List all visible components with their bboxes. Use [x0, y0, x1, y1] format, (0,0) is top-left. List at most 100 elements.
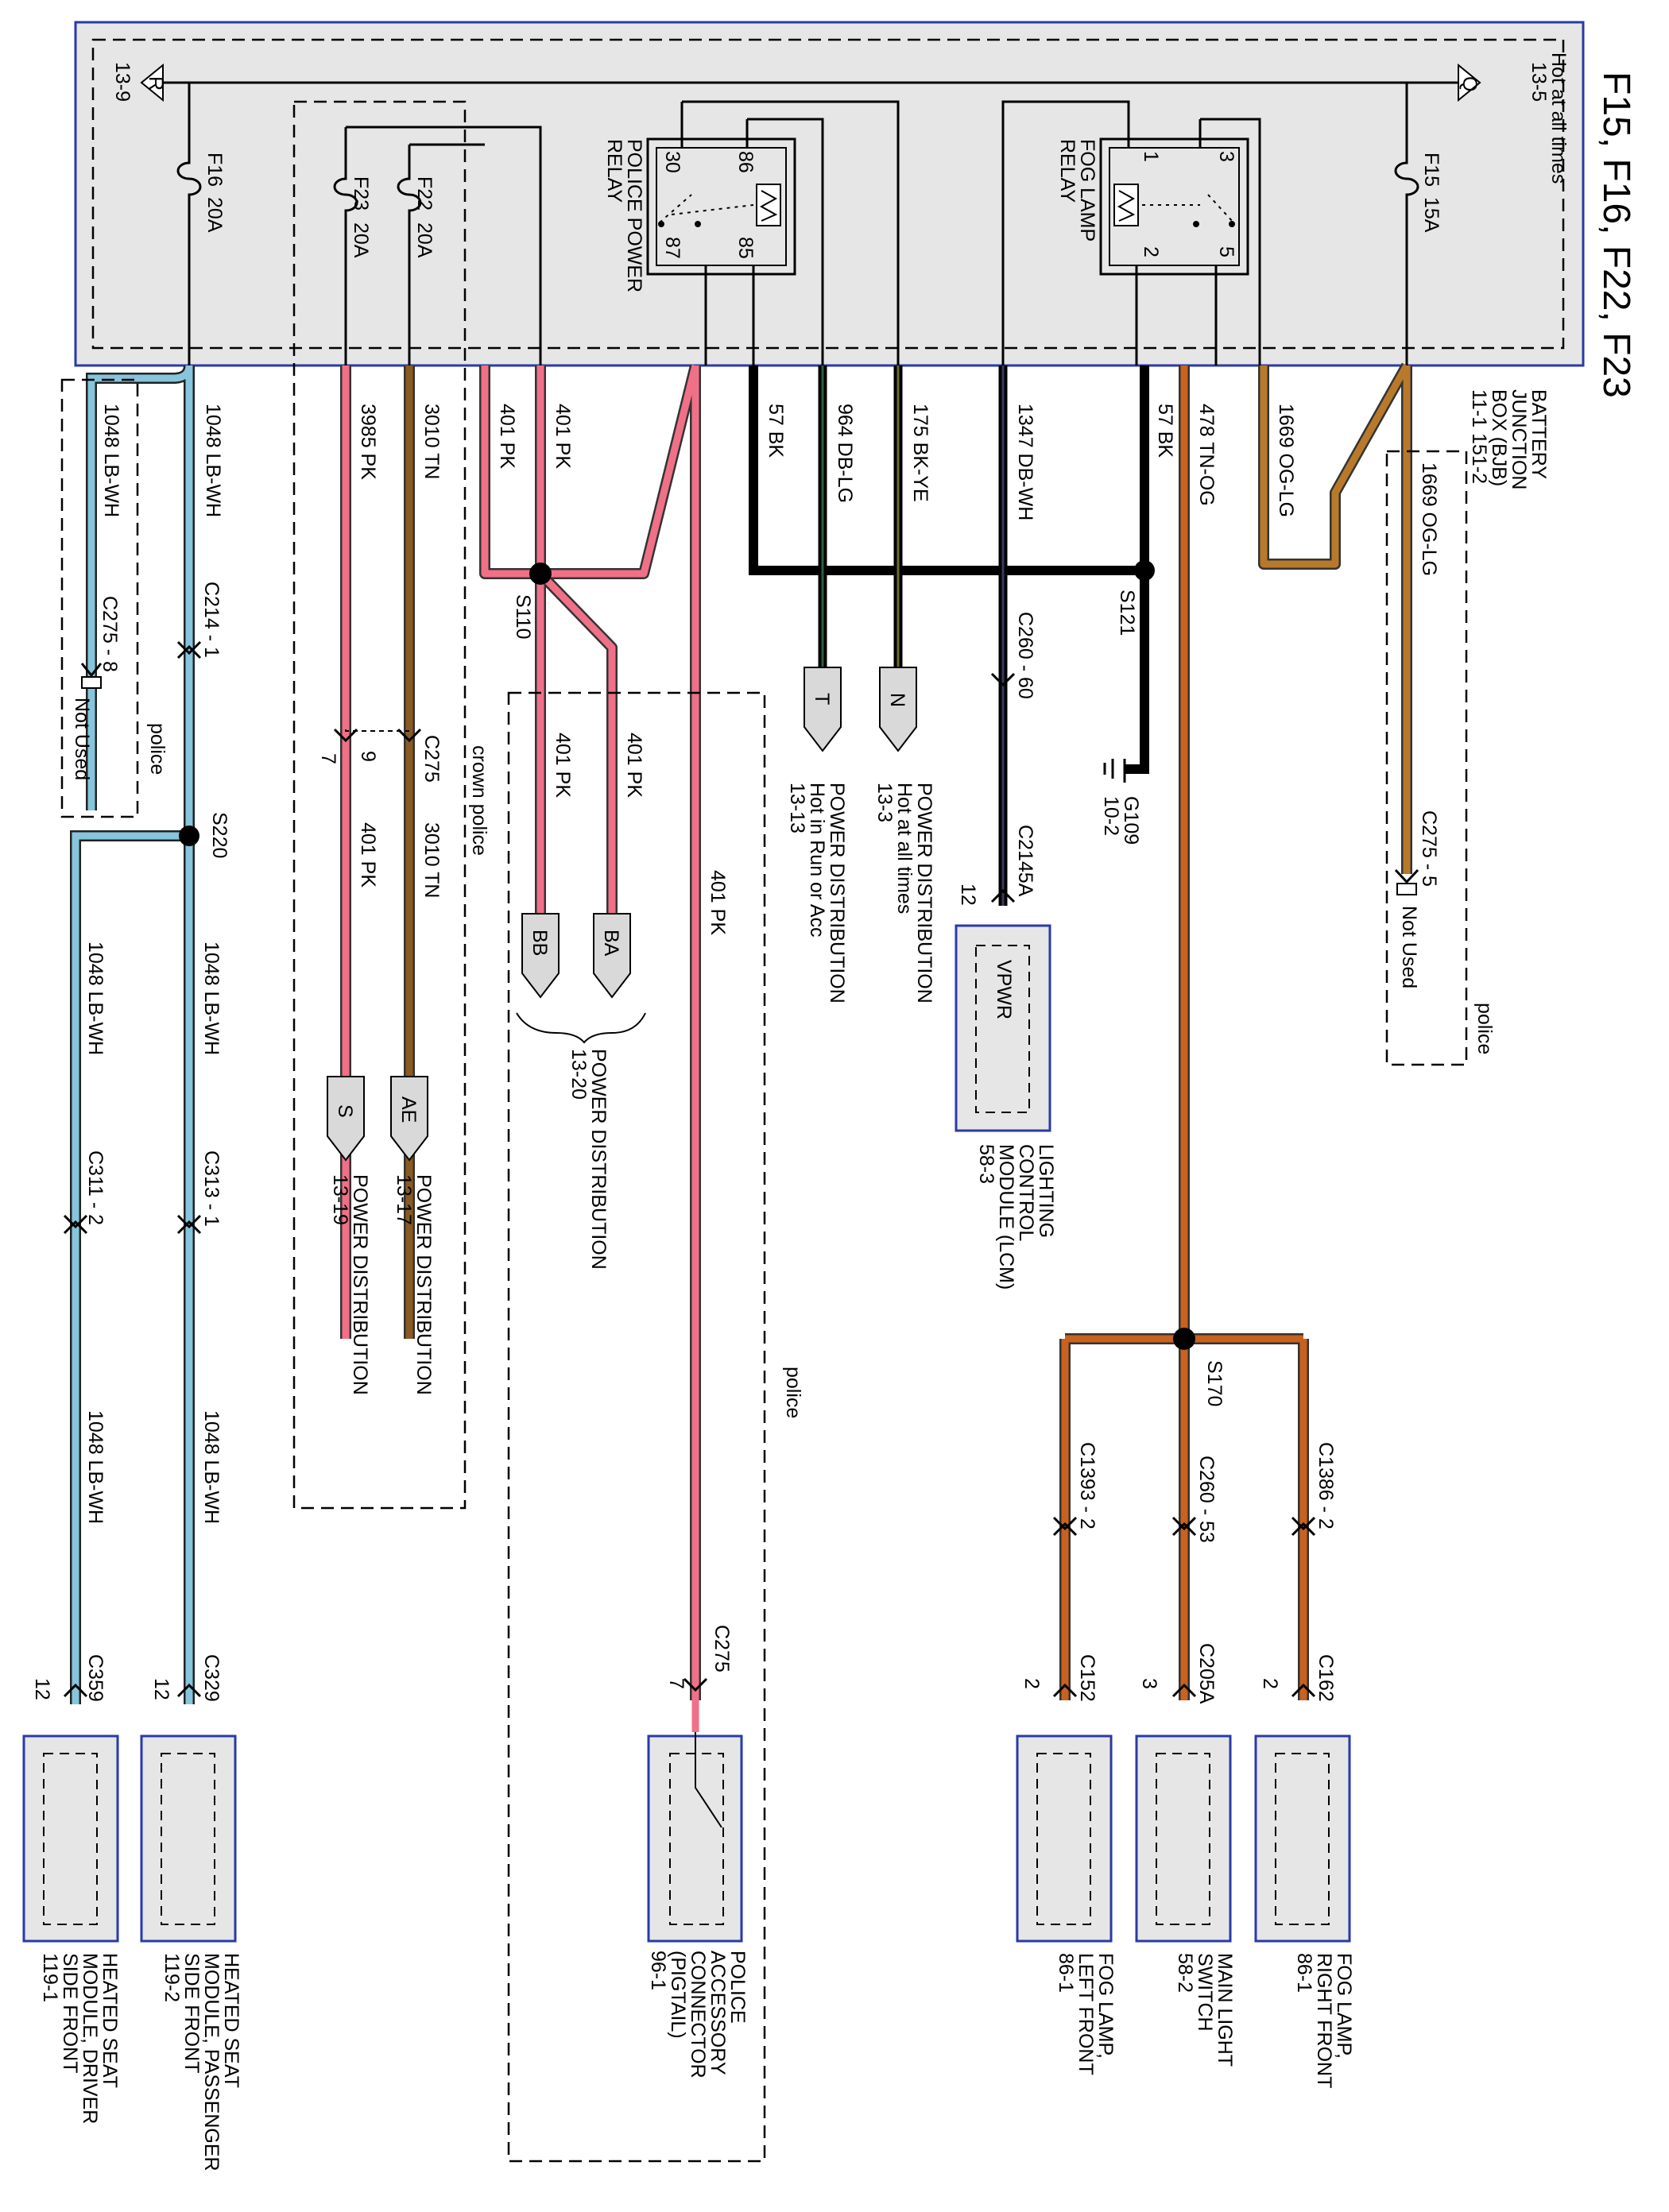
module-name: LEFT FRONT — [1075, 1953, 1097, 2075]
wire-label: 3010 TN — [420, 822, 443, 898]
wire-label: 3985 PK — [357, 404, 379, 480]
pd-line: POWER DISTRIBUTION — [913, 783, 935, 1004]
relay-name: FOG LAMP — [1076, 139, 1098, 242]
connector-c205a: C205A 3 — [1138, 1643, 1218, 1704]
connector-label: C162 — [1315, 1654, 1337, 1702]
tag-letter: S — [334, 1104, 356, 1118]
wire-401 — [479, 364, 701, 1700]
wire-label: 401 PK — [623, 733, 645, 798]
tag-n: N — [879, 667, 917, 752]
bjb-inner-boundary — [91, 38, 1565, 350]
wire-label: 401 PK — [357, 822, 379, 888]
main-light-switch: MAIN LIGHT SWITCH 58-2 — [1135, 1734, 1236, 2067]
connector-label: C260 - 60 — [1014, 612, 1036, 699]
splice-s110 — [529, 563, 552, 585]
heated-seat-module-passenger: HEATED SEAT MODULE, PASSENGER SIDE FRONT… — [140, 1734, 242, 2171]
module-name: 58-3 — [975, 1144, 997, 1184]
connector-label: C260 - 53 — [1195, 1456, 1218, 1543]
splice-s121 — [1134, 560, 1155, 581]
splice-label: S121 — [1116, 590, 1138, 636]
pd-line: 13-13 — [786, 783, 808, 833]
relay-pin: 87 — [661, 237, 683, 259]
tag-letter: BA — [600, 930, 622, 957]
pd-line: POWER DISTRIBUTION — [412, 1174, 435, 1395]
module-name: 86-1 — [1055, 1953, 1077, 1993]
module-name: FOG LAMP, — [1094, 1953, 1117, 2059]
bjb-name-line: BOX (BJB) — [1488, 389, 1510, 486]
relay-name: RELAY — [1056, 139, 1078, 203]
fuse-id: F15 — [1420, 153, 1442, 187]
connector-c311-2: C311 - 2 — [63, 1150, 106, 1235]
crown-police-note: crown police — [468, 745, 490, 856]
police-note: police — [146, 723, 168, 775]
fuse-id: F23 — [350, 176, 372, 211]
splice-label: S170 — [1203, 1360, 1226, 1406]
pd-s-label: POWER DISTRIBUTION 13-19 — [329, 1174, 371, 1395]
diagram-title: F15, F16, F22, F23 — [1595, 72, 1637, 398]
module-name: 119-2 — [161, 1953, 183, 2002]
wire-label: 401 PK — [552, 733, 574, 798]
fuse-feed-f23 — [333, 127, 358, 365]
pin-label: 7 — [665, 1678, 687, 1689]
battery-junction-box — [74, 21, 1585, 367]
bjb-name-line: JUNCTION — [1508, 389, 1530, 489]
connector-c1393-2: C1393 - 2 — [1052, 1442, 1098, 1537]
connector-c1386-2: C1386 - 2 — [1291, 1442, 1337, 1537]
module-name: SWITCH — [1194, 1953, 1216, 2032]
module-name: MAIN LIGHT — [1214, 1953, 1236, 2067]
connector-c329: C329 12 — [150, 1654, 223, 1702]
police-note: police — [1473, 1003, 1496, 1054]
wire-label: 1048 LB-WH — [84, 1410, 106, 1524]
wire-label: 57 BK — [765, 404, 787, 458]
wire-1048 — [70, 365, 195, 1704]
tag-letter: N — [886, 693, 908, 707]
connector-label: C275 - 8 — [99, 596, 121, 672]
wire-label: 478 TN-OG — [1195, 404, 1218, 506]
splice-s220 — [179, 826, 199, 846]
wire-label: 1048 LB-WH — [100, 404, 122, 517]
connector-c359: C359 12 — [31, 1654, 106, 1702]
ground-page: 10-2 — [1100, 796, 1122, 836]
module-name: MODULE (LCM) — [995, 1144, 1017, 1290]
pd-line: 13-17 — [393, 1174, 415, 1225]
pd-line: 13-19 — [329, 1174, 351, 1225]
connector-c260-53: C260 - 53 — [1171, 1456, 1218, 1543]
module-name: ACCESSORY — [707, 1951, 729, 2075]
fog-lamp-left-front: FOG LAMP, LEFT FRONT 86-1 — [1016, 1734, 1117, 2075]
relay-pin: 30 — [661, 151, 683, 173]
connector-c275-b: C275 7 — [665, 1625, 733, 1692]
connector-c214-1: C214 - 1 — [176, 582, 223, 659]
wire-label: 401 PK — [496, 404, 518, 469]
module-name: CONNECTOR — [687, 1951, 709, 2079]
tag-ae: AE — [390, 1076, 428, 1162]
pin-label: 12 — [957, 884, 979, 906]
module-name: MODULE, DRIVER — [79, 1953, 101, 2124]
relay-pin: 5 — [1215, 246, 1237, 257]
bjb-name-line: BATTERY — [1528, 389, 1550, 479]
connector-label: C1393 - 2 — [1076, 1442, 1098, 1529]
police-accessory-connector: POLICE ACCESSORY CONNECTOR (PIGTAIL) 96-… — [647, 1700, 749, 2079]
pin-label: 2 — [1259, 1678, 1281, 1689]
pd-n-label: POWER DISTRIBUTION Hot at all times 13-3 — [873, 783, 935, 1004]
ref-triangle-r: R 13-9 — [111, 62, 167, 102]
police-group-1048 — [60, 378, 139, 818]
ref-page: 13-5 — [1528, 62, 1550, 102]
pin-label: 12 — [31, 1678, 53, 1700]
police-note: police — [782, 1367, 804, 1418]
wire-label: 1048 LB-WH — [200, 1410, 223, 1524]
pin-label: 2 — [1020, 1678, 1043, 1689]
relay-pin: 3 — [1215, 151, 1237, 162]
connector-label: C275 — [711, 1625, 733, 1673]
tag-t: T — [804, 667, 842, 752]
connector-label: C214 - 1 — [200, 582, 223, 658]
wire-label: 57 BK — [1154, 404, 1176, 458]
bjb-name-line: 11-1 151-2 — [1468, 389, 1490, 484]
connector-label: C275 — [420, 735, 443, 783]
splice-label: S220 — [208, 812, 230, 858]
pin-label: 9 — [357, 751, 379, 762]
police-group-1669 — [1385, 450, 1468, 1066]
module-name: 58-2 — [1174, 1953, 1196, 1993]
wire-label: 1669 OG-LG — [1275, 404, 1297, 517]
module-name: HEATED SEAT — [220, 1953, 242, 2088]
wire-label: 1048 LB-WH — [202, 404, 224, 517]
